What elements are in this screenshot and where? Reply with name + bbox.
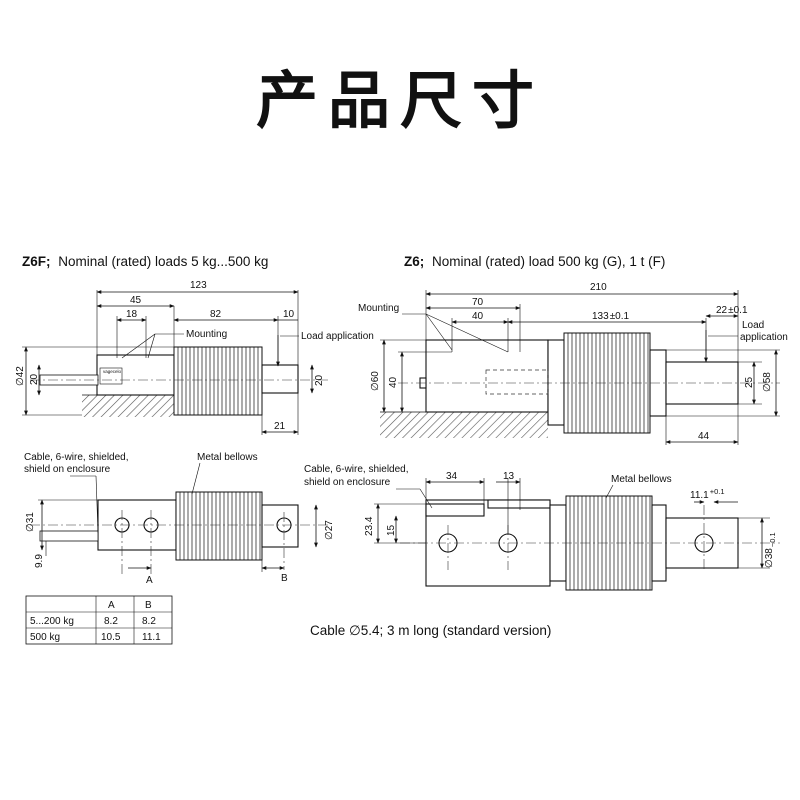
dim-23-4: 23.4 bbox=[364, 516, 375, 536]
table-row-1-B: 11.1 bbox=[142, 632, 161, 643]
brand-logo: vagecelo bbox=[103, 369, 122, 374]
dim-22-tol: ±0.1 bbox=[728, 305, 748, 316]
dim-25: 25 bbox=[744, 376, 755, 388]
cable-note: Cable ∅5.4; 3 m long (standard version) bbox=[310, 623, 551, 638]
dim-dia-42: ∅42 bbox=[15, 366, 26, 386]
z6-cable-label: Cable, 6-wire, shielded, bbox=[304, 464, 409, 475]
svg-text:Z6F; Nominal (rated) loads: Z6F; Nominal (rated) loads 5 kg...500 kg bbox=[22, 254, 268, 269]
table-header-B: B bbox=[145, 600, 152, 611]
dim-70: 70 bbox=[472, 297, 484, 308]
dim-B: B bbox=[281, 573, 288, 584]
load-dimension-table: A B 5...200 kg 8.2 8.2 500 kg 10.5 11.1 bbox=[25, 595, 173, 645]
z6f-cable-label-2: shield on enclosure bbox=[24, 464, 111, 475]
dim-40: 40 bbox=[472, 311, 484, 322]
dim-dia-27: ∅27 bbox=[324, 520, 335, 540]
dim-20-left: 20 bbox=[29, 373, 40, 385]
table-row-0-A: 8.2 bbox=[104, 616, 118, 627]
mounting-surface-hatch bbox=[82, 395, 174, 417]
dim-210: 210 bbox=[590, 282, 607, 293]
page-title: 产品尺寸 bbox=[255, 64, 544, 137]
dim-123: 123 bbox=[190, 280, 207, 291]
left-model-code: Z6F; bbox=[22, 254, 51, 269]
dim-45: 45 bbox=[130, 295, 142, 306]
svg-text:22±0.1: 22±0.1 bbox=[716, 305, 748, 316]
dim-A: A bbox=[146, 575, 153, 586]
z6f-bellows-top bbox=[175, 491, 263, 561]
z6-cable bbox=[425, 503, 485, 517]
dim-34: 34 bbox=[446, 471, 458, 482]
table-header-A: A bbox=[108, 600, 115, 611]
dim-18: 18 bbox=[126, 309, 138, 320]
z6-side-view: 210 70 40 133±0.1 22±0.1 Mounting Load a… bbox=[358, 282, 788, 445]
dim-40-vertical: 40 bbox=[388, 376, 399, 388]
right-model-code: Z6; bbox=[404, 254, 424, 269]
dim-133: 133 bbox=[592, 311, 609, 322]
z6-bellows-label: Metal bellows bbox=[611, 474, 672, 485]
dim-82: 82 bbox=[210, 309, 222, 320]
table-row-1-label: 500 kg bbox=[30, 632, 60, 643]
dim-11-1-tol: +0.1 bbox=[710, 487, 725, 496]
dim-10: 10 bbox=[283, 309, 295, 320]
dim-dia-58: ∅58 bbox=[762, 372, 773, 392]
dim-dia-60: ∅60 bbox=[370, 371, 381, 391]
z6-load-label: Load bbox=[742, 320, 764, 331]
dim-13: 13 bbox=[503, 471, 515, 482]
z6f-side-view: vagecelo 123 45 18 82 10 Mounting Loa bbox=[15, 280, 374, 435]
dim-44: 44 bbox=[698, 431, 710, 442]
z6f-mounting-label: Mounting bbox=[186, 329, 227, 340]
table-row-0-label: 5...200 kg bbox=[30, 616, 74, 627]
z6-cable-label-2: shield on enclosure bbox=[304, 477, 391, 488]
table-row-0-B: 8.2 bbox=[142, 616, 156, 627]
dim-22: 22 bbox=[716, 305, 728, 316]
table-row-1-A: 10.5 bbox=[101, 632, 121, 643]
z6-application-label: application bbox=[740, 332, 788, 343]
dim-9-9: 9.9 bbox=[34, 554, 45, 568]
dim-11-1: 11.1 bbox=[690, 490, 709, 501]
left-model-heading: Nominal (rated) loads 5 kg...500 kg bbox=[58, 254, 268, 269]
dim-dia-38-tol: −0.1 bbox=[768, 532, 777, 547]
right-model-heading: Nominal (rated) load 500 kg (G), 1 t (F) bbox=[432, 254, 665, 269]
dim-133-tol: ±0.1 bbox=[610, 311, 630, 322]
z6f-bellows-label: Metal bellows bbox=[197, 452, 258, 463]
svg-text:∅38−0.1: ∅38−0.1 bbox=[764, 532, 777, 568]
z6f-top-view: Cable, 6-wire, shielded, shield on enclo… bbox=[24, 452, 335, 586]
z6f-load-application-label: Load application bbox=[301, 331, 374, 342]
z6-mounting-label: Mounting bbox=[358, 303, 399, 314]
z6f-load-pin bbox=[261, 364, 299, 394]
z6-top-view: Cable, 6-wire, shielded, shield on enclo… bbox=[304, 464, 780, 591]
z6-mounting-block bbox=[425, 339, 549, 413]
z6-mounting-surface-hatch bbox=[380, 412, 548, 438]
dim-15: 15 bbox=[386, 524, 397, 536]
svg-text:133±0.1: 133±0.1 bbox=[592, 311, 630, 322]
svg-text:Z6; Nominal (rated) load 5: Z6; Nominal (rated) load 500 kg (G), 1 t… bbox=[404, 254, 665, 269]
z6f-cable-label: Cable, 6-wire, shielded, bbox=[24, 452, 129, 463]
dim-dia-38: ∅38 bbox=[764, 548, 775, 568]
dim-20-right: 20 bbox=[314, 374, 325, 386]
dim-dia-31: ∅31 bbox=[25, 512, 36, 532]
svg-text:11.1+0.1: 11.1+0.1 bbox=[690, 487, 725, 501]
dim-21: 21 bbox=[274, 421, 286, 432]
